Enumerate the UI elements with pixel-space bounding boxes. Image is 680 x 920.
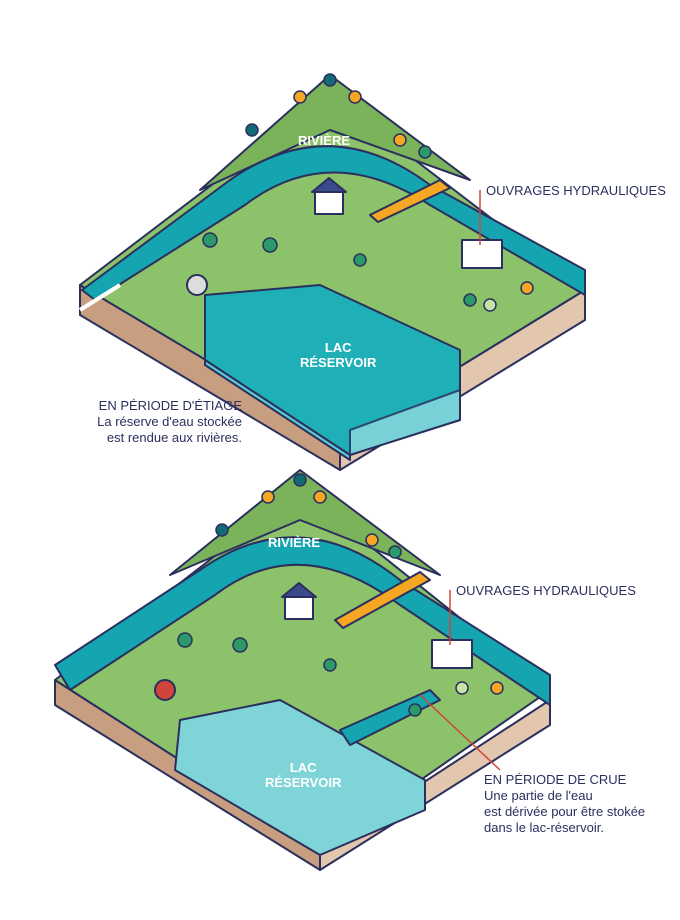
bottom-flood-pointer (419, 694, 501, 771)
top-river-label: RIVIÈRE (298, 133, 351, 148)
top-river (81, 145, 586, 301)
bottom-caption-line3: dans le lac-réservoir. (484, 820, 604, 835)
top-works-label: OUVRAGES HYDRAULIQUES (486, 183, 666, 198)
top-pump (186, 274, 208, 296)
bottom-house (284, 594, 314, 620)
bottom-river-label: RIVIÈRE (268, 535, 321, 550)
top-lake-label: LAC RÉSERVOIR (300, 340, 376, 370)
top-landscape-block (79, 74, 586, 471)
bottom-house-roof (281, 582, 317, 598)
top-lake-right (349, 389, 461, 456)
top-house-roof (311, 177, 347, 193)
top-caption: EN PÉRIODE D'ÉTIAGE La réserve d'eau sto… (60, 398, 242, 446)
bottom-lake-label: LAC RÉSERVOIR (265, 760, 341, 790)
bottom-works-label: OUVRAGES HYDRAULIQUES (456, 583, 636, 598)
bottom-hill (169, 469, 441, 576)
bottom-pump (154, 679, 176, 701)
top-outflow-arrow (78, 283, 122, 312)
top-sluice (461, 239, 503, 269)
bottom-lake-label-line2: RÉSERVOIR (265, 775, 342, 790)
bottom-sluice (431, 639, 473, 669)
bottom-caption: EN PÉRIODE DE CRUE Une partie de l'eau e… (484, 772, 645, 836)
bottom-landscape-block (54, 469, 551, 871)
top-weir (369, 179, 451, 223)
top-caption-line2: est rendue aux rivières. (106, 430, 242, 445)
top-caption-line1: La réserve d'eau stockée (97, 414, 242, 429)
bottom-caption-line1: Une partie de l'eau (484, 788, 593, 803)
top-lake-front (204, 359, 351, 461)
bottom-lake-label-line1: LAC (289, 760, 317, 775)
bottom-caption-title: EN PÉRIODE DE CRUE (484, 772, 627, 787)
top-hill (199, 74, 471, 191)
bottom-river (54, 536, 551, 706)
top-house (314, 189, 344, 215)
top-lake-label-line1: LAC (324, 340, 352, 355)
bottom-caption-line2: est dérivée pour être stokée (484, 804, 646, 819)
top-trees (202, 73, 534, 312)
bottom-weir (334, 571, 431, 629)
top-lake-label-line2: RÉSERVOIR (300, 355, 377, 370)
top-caption-title: EN PÉRIODE D'ÉTIAGE (98, 398, 242, 413)
bottom-lake (174, 699, 426, 856)
bottom-trees (177, 473, 504, 717)
